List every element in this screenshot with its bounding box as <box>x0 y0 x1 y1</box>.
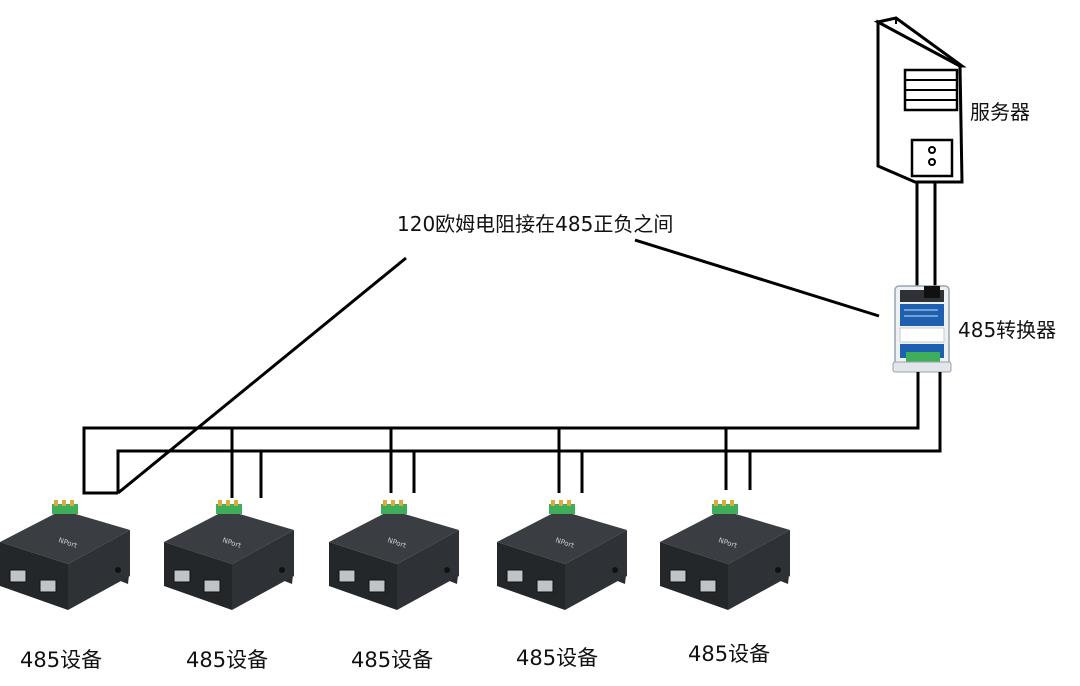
device-label-1: 485设备 <box>20 648 103 672</box>
server-icon <box>873 16 967 184</box>
device-label-5: 485设备 <box>688 642 771 666</box>
rs485-device-4-icon <box>496 499 628 611</box>
rs485-device-3-icon <box>328 499 460 611</box>
device-label-2: 485设备 <box>186 648 269 672</box>
device-label-3: 485设备 <box>351 648 434 672</box>
rs485-device-2-icon <box>163 499 295 611</box>
converter-label: 485转换器 <box>958 318 1057 342</box>
rs485-converter-icon <box>892 285 952 373</box>
device-label-4: 485设备 <box>516 646 599 670</box>
rs485-device-5-icon <box>659 499 791 611</box>
device-drops <box>230 428 752 498</box>
server-label: 服务器 <box>970 100 1030 124</box>
rs485-device-1-icon <box>0 499 131 611</box>
resistor-note-label: 120欧姆电阻接在485正负之间 <box>397 212 674 236</box>
